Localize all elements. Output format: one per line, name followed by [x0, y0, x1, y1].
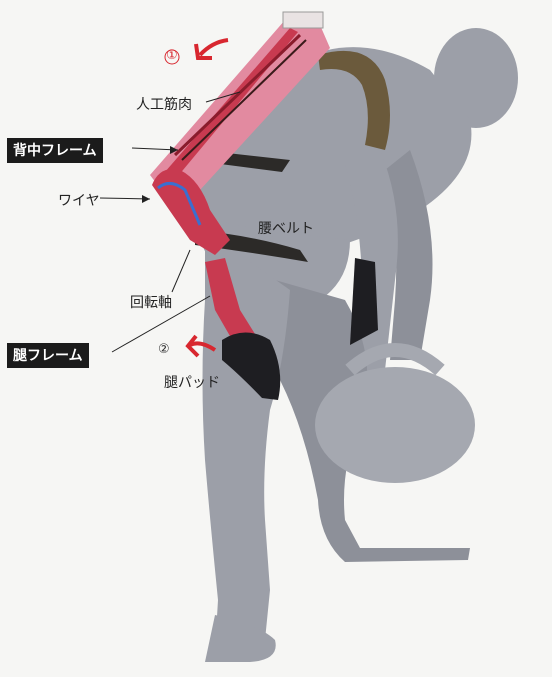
label-thigh-pad: 腿パッド: [164, 372, 220, 392]
label-waist-belt: 腰ベルト: [258, 218, 314, 238]
label-rotation-axis: 回転軸: [130, 292, 172, 312]
label-back-frame: 背中フレーム: [7, 138, 103, 163]
label-wire: ワイヤ: [58, 190, 100, 210]
kettlebell-body: [315, 367, 475, 483]
marker-2: ②: [158, 342, 170, 357]
label-artificial-muscle: 人工筋肉: [136, 94, 192, 114]
marker-1: ①: [166, 48, 178, 63]
top-fitting: [283, 12, 323, 28]
label-thigh-frame: 腿フレーム: [7, 343, 89, 368]
